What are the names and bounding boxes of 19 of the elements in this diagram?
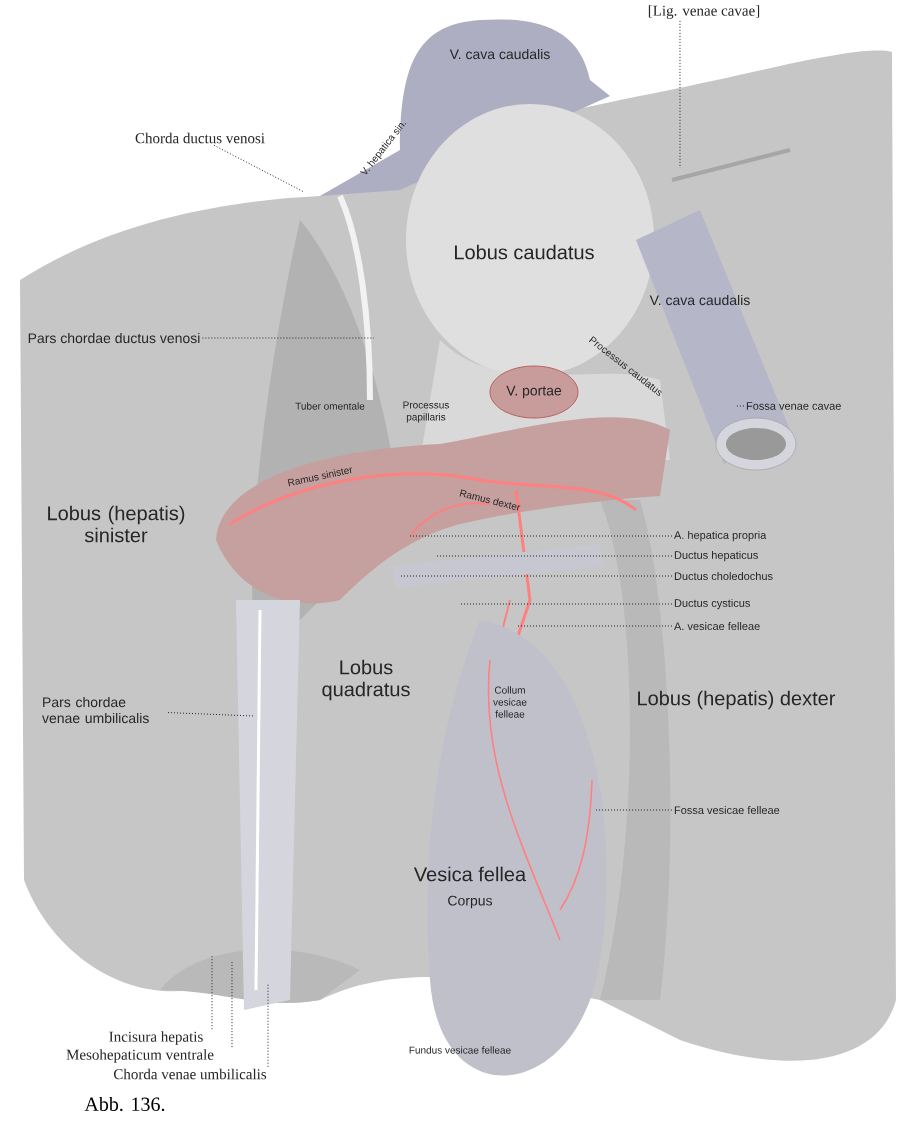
leader-line	[201, 337, 375, 339]
leader-line	[459, 603, 673, 605]
leader-line	[595, 809, 673, 811]
leader-line	[515, 625, 673, 627]
leader-line	[231, 961, 233, 1048]
structure-label: Vesica fellea	[413, 866, 527, 882]
leader-line	[213, 144, 305, 193]
leader-line	[679, 20, 681, 169]
leader-line	[167, 712, 255, 717]
leader-line	[211, 955, 213, 1030]
leader-line	[435, 555, 673, 557]
leader-line	[267, 983, 269, 1068]
structure-label: Lobus (hepatis) sinister	[48, 505, 185, 543]
structure-label: Lobus caudatus	[455, 244, 594, 260]
figure-caption: Abb. 136.	[84, 1096, 165, 1112]
structure-label: Lobus quadratus	[322, 659, 410, 701]
leader-line	[409, 535, 673, 537]
structure-label: Lobus (hepatis) dexter	[638, 690, 836, 710]
leader-line	[399, 575, 673, 577]
